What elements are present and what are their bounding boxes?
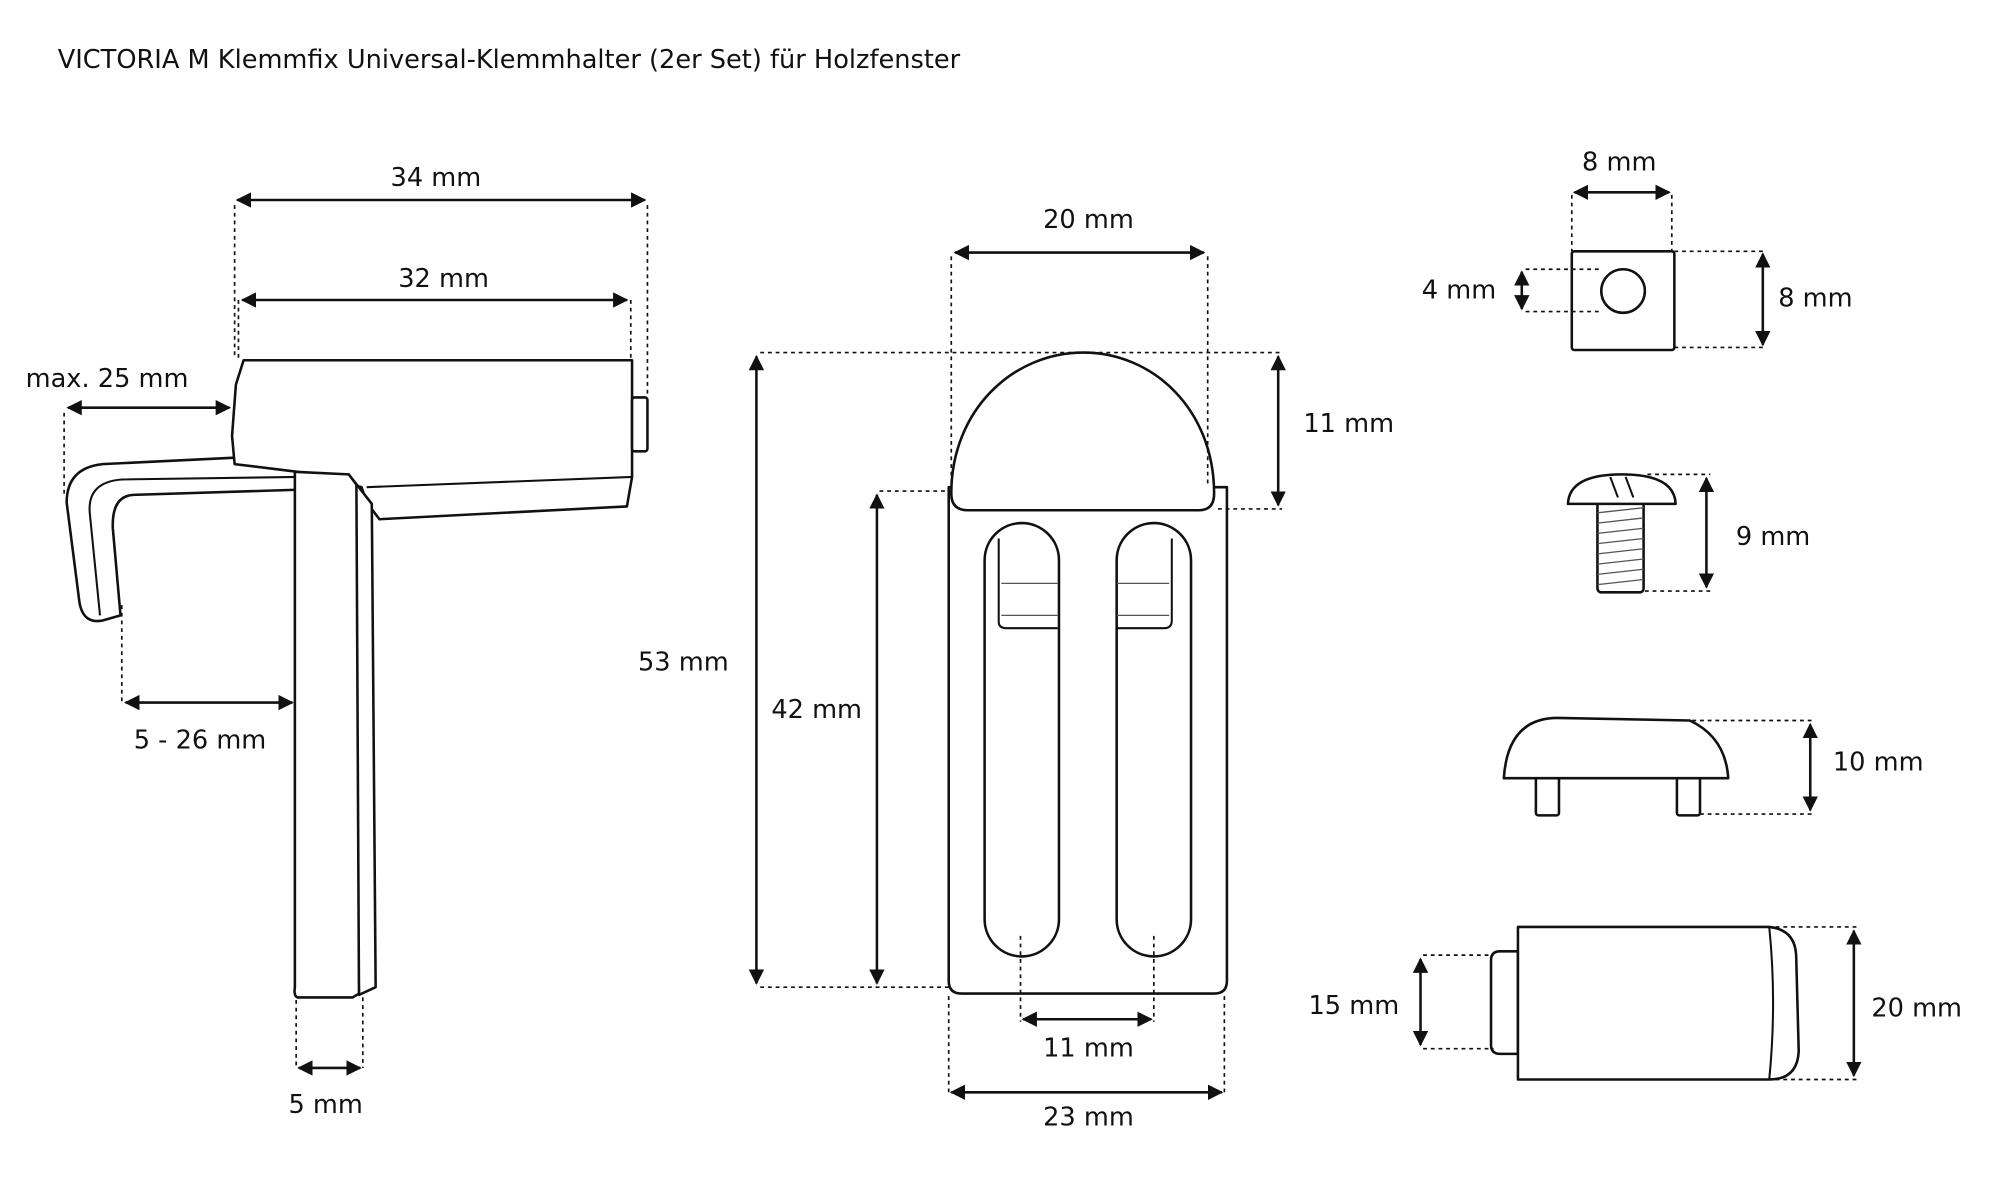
slot-right (1115, 521, 1193, 958)
dim-roller-15mm: 15 mm (1309, 991, 1400, 1021)
screw-drawing: 9 mm (1566, 473, 1810, 594)
dim-11mm-dome: 11 mm (1303, 409, 1394, 439)
dim-5mm: 5 mm (288, 1090, 362, 1120)
dim-42mm: 42 mm (771, 695, 862, 725)
dim-cap-10mm: 10 mm (1833, 748, 1924, 778)
clamp-holder-drawing: 34 mm 32 mm max. 25 mm 5 - 26 mm 5 mm (26, 163, 649, 1120)
dim-nut-8mm-height: 8 mm (1778, 283, 1852, 313)
slot-left (983, 521, 1061, 958)
dim-34mm: 34 mm (391, 163, 482, 193)
square-nut-drawing: 8 mm 8 mm 4 mm (1422, 148, 1853, 352)
dim-hole-4mm: 4 mm (1422, 276, 1496, 306)
dim-32mm: 32 mm (398, 264, 489, 294)
dim-screw-9mm: 9 mm (1736, 522, 1810, 552)
dim-5-26mm: 5 - 26 mm (134, 726, 267, 756)
dim-11mm-slots: 11 mm (1043, 1033, 1134, 1063)
dim-roller-20mm: 20 mm (1871, 994, 1962, 1024)
dim-20mm: 20 mm (1043, 205, 1134, 235)
clamp-plate-drawing: 20 mm 53 mm 42 mm 11 mm 11 mm 23 mm (638, 205, 1394, 1132)
adjust-knob (630, 396, 649, 453)
leg-front (293, 470, 361, 999)
hook (65, 456, 299, 623)
top-block (230, 358, 634, 521)
dim-max-25mm: max. 25 mm (26, 364, 189, 394)
dome (950, 351, 1216, 512)
cap-drawing: 10 mm (1502, 716, 1924, 817)
product-title: VICTORIA M Klemmfix Universal-Klemmhalte… (58, 45, 961, 75)
dim-53mm: 53 mm (638, 648, 729, 678)
dim-23mm: 23 mm (1043, 1103, 1134, 1133)
roller-drawing: 15 mm 20 mm (1309, 925, 1962, 1081)
dim-nut-8mm-width: 8 mm (1582, 148, 1656, 178)
